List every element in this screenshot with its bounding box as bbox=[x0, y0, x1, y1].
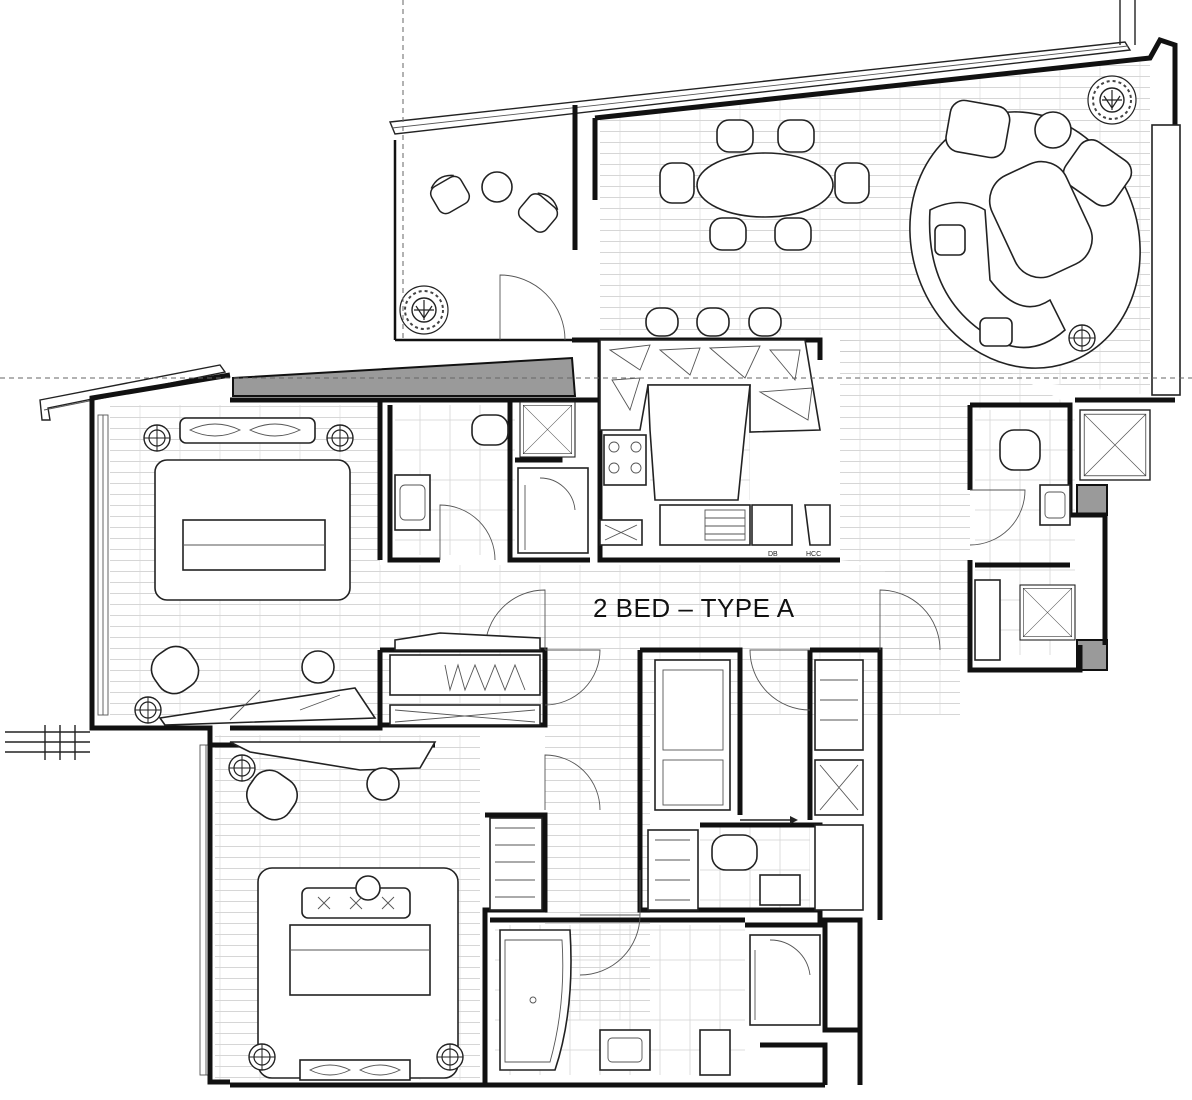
facade-glazing bbox=[5, 0, 1181, 1076]
void-north bbox=[232, 356, 577, 397]
cooktop-label: HCC bbox=[806, 551, 821, 558]
main-bathroom bbox=[499, 929, 821, 1076]
ensuite-1 bbox=[394, 401, 589, 554]
dishwasher-label: DB bbox=[768, 551, 778, 558]
laundry-bath bbox=[647, 659, 864, 911]
bedroom-2 bbox=[228, 741, 543, 1081]
east-ensuite bbox=[974, 409, 1151, 661]
plan-title: 2 BED – TYPE A bbox=[593, 593, 795, 623]
void-east bbox=[1076, 484, 1108, 516]
kitchen: DB HCC bbox=[599, 339, 831, 558]
door-swings bbox=[439, 274, 1026, 976]
lounge-set bbox=[909, 99, 1141, 369]
balcony-rail bbox=[5, 725, 90, 760]
dining-set bbox=[645, 119, 870, 337]
balcony-furniture bbox=[399, 75, 1137, 335]
bedroom-1 bbox=[134, 417, 541, 726]
